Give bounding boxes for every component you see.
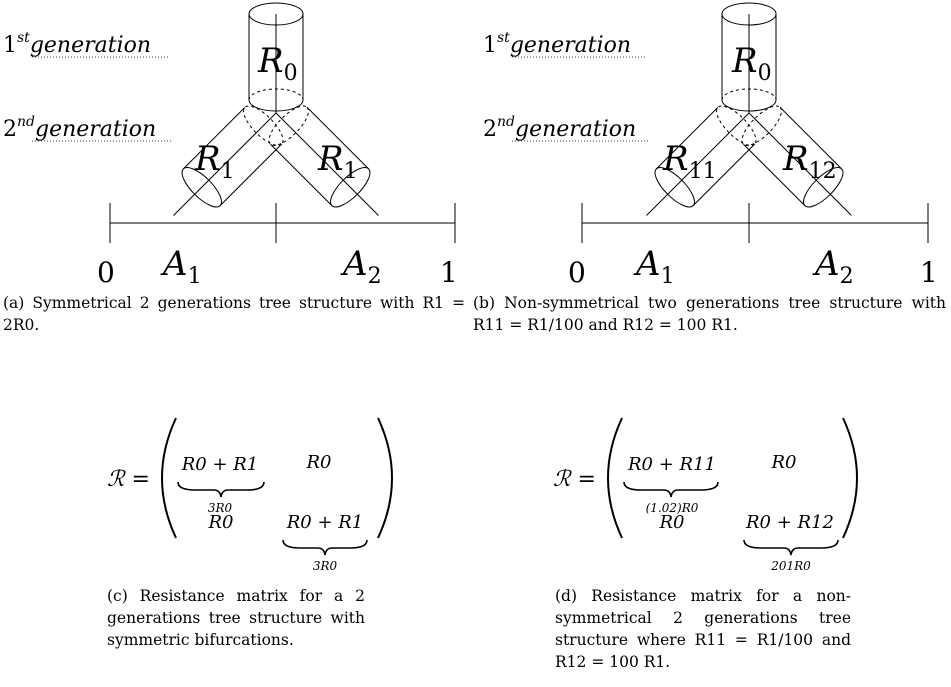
caption-d: (d) Resistance matrix for a non-symmetri… — [555, 587, 851, 671]
left-paren-c — [161, 417, 177, 539]
gen2-label-b: 2ndgeneration — [483, 114, 636, 142]
area-right-label-a: A2 — [340, 244, 382, 289]
underbrace-d-11 — [623, 481, 719, 498]
underbrace-c-11 — [177, 481, 265, 498]
caption-a: (a) Symmetrical 2 generations tree struc… — [3, 294, 465, 334]
matrix-d-21: R0 — [658, 512, 684, 533]
left-resistance-label-b: R11 — [662, 139, 717, 184]
matrix-d-11: R0 + R11 — [627, 454, 716, 475]
matrix-d-12: R0 — [770, 452, 796, 473]
axis-end-b: 1 — [920, 256, 938, 289]
underbrace-d-22 — [743, 539, 839, 556]
matrix-c-22: R0 + R1 — [286, 512, 364, 533]
root-resistance-label-a: R0 — [257, 41, 298, 86]
underbrace-c-22 — [282, 539, 368, 556]
panel-b-diagram: 1stgeneration 2ndgeneration R0 R11 — [483, 2, 938, 289]
caption-c: (c) Resistance matrix for a 2 generation… — [107, 587, 365, 649]
axis-start-b: 0 — [568, 256, 586, 289]
brace-label-c-11: 3R0 — [208, 501, 233, 515]
left-paren-d — [607, 417, 623, 539]
right-paren-c — [377, 417, 393, 539]
caption-b: (b) Non-symmetrical two generations tree… — [473, 294, 946, 334]
root-resistance-label-b: R0 — [731, 41, 772, 86]
right-paren-d — [842, 417, 858, 539]
axis-start-a: 0 — [97, 256, 115, 289]
area-left-label-a: A1 — [160, 244, 202, 289]
matrix-lhs-d: ℛ = — [553, 467, 596, 492]
right-branch-cylinder-a — [268, 105, 379, 216]
axis-end-a: 1 — [440, 256, 458, 289]
gen2-label-a: 2ndgeneration — [3, 114, 156, 142]
brace-label-c-22: 3R0 — [313, 559, 338, 573]
matrix-c-11: R0 + R1 — [181, 454, 259, 475]
right-resistance-label-a: R1 — [317, 139, 358, 184]
matrix-lhs-c: ℛ = — [107, 467, 150, 492]
brace-label-d-22: 201R0 — [770, 559, 811, 573]
matrix-d-22: R0 + R12 — [745, 512, 834, 533]
root-cylinder-b — [721, 2, 777, 113]
unit-axis-b — [581, 203, 929, 243]
panel-c-matrix: ℛ = R0 + R1 3R0 R0 R0 R0 + R1 3R0 — [107, 417, 393, 573]
area-right-label-b: A2 — [812, 244, 854, 289]
matrix-c-12: R0 — [305, 452, 331, 473]
brace-label-d-11: (1.02)R0 — [646, 501, 699, 515]
panel-a-diagram: 1stgeneration 2ndgeneration R0 R1 — [3, 2, 458, 289]
area-left-label-b: A1 — [633, 244, 675, 289]
matrix-c-21: R0 — [207, 512, 233, 533]
right-resistance-label-b: R12 — [782, 139, 837, 184]
root-cylinder-a — [248, 2, 304, 113]
panel-d-matrix: ℛ = R0 + R11 (1.02)R0 R0 R0 R0 + R12 201… — [553, 417, 858, 573]
gen1-label-a: 1stgeneration — [3, 30, 151, 58]
unit-axis-a — [109, 203, 456, 243]
left-resistance-label-a: R1 — [194, 139, 235, 184]
left-branch-cylinder-a — [173, 105, 284, 216]
gen1-label-b: 1stgeneration — [483, 30, 631, 58]
